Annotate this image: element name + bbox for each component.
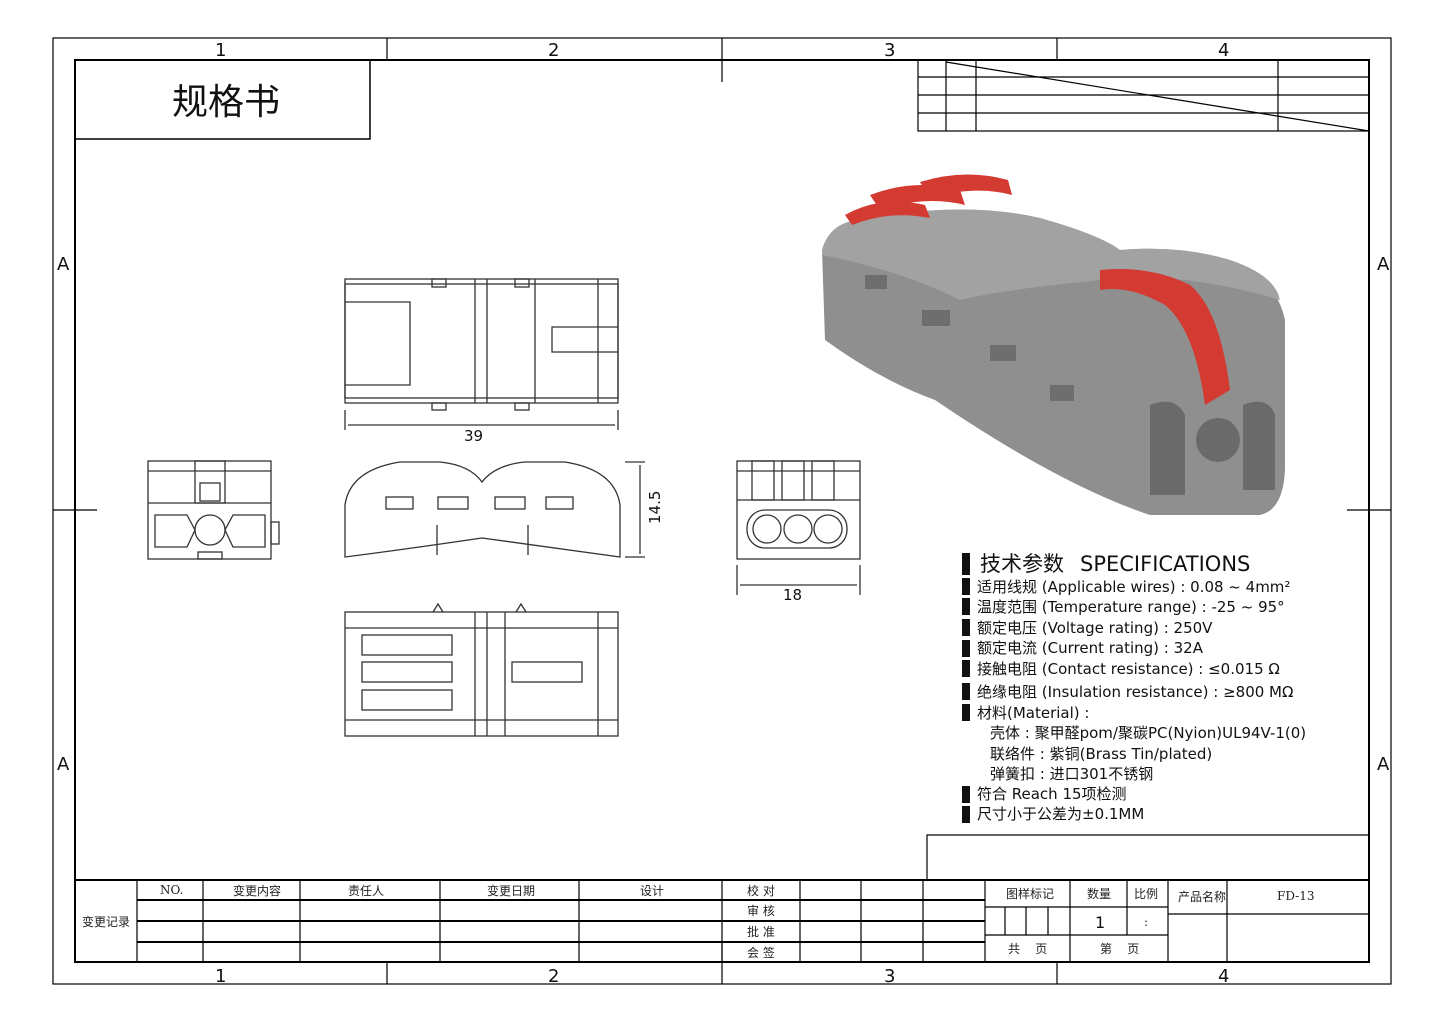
svg-text:4: 4 (1218, 40, 1229, 61)
svg-text:A: A (57, 254, 70, 275)
svg-text:变更日期: 变更日期 (487, 883, 535, 898)
svg-text::: : (1144, 915, 1148, 929)
bottom-view-drawing (344, 602, 619, 737)
side-view-drawing (344, 461, 645, 558)
svg-text:产品名称: 产品名称 (1178, 889, 1226, 904)
revision-table (917, 59, 1370, 132)
spec-item: 额定电流 (Current rating) : 32A (977, 639, 1204, 657)
title-block-grid (75, 834, 1370, 962)
zone-labels: 1 2 3 4 1 2 3 4 A A A A (57, 40, 1390, 987)
spec-item: 材料(Material) : (977, 704, 1089, 722)
width-dimension: 18 (783, 586, 802, 604)
quantity-value: 1 (1095, 913, 1105, 932)
svg-text:责任人: 责任人 (348, 884, 384, 898)
title-box (74, 59, 371, 140)
spec-heading-cn: 技术参数 (980, 552, 1064, 576)
svg-text:A: A (57, 754, 70, 775)
svg-text:审 核: 审 核 (747, 903, 775, 918)
svg-text:A: A (1377, 754, 1390, 775)
end-view-right (736, 460, 861, 595)
svg-text:4: 4 (1218, 966, 1229, 987)
spec-footer-item: 符合 Reach 15项检测 (977, 785, 1127, 803)
svg-text:设计: 设计 (640, 884, 664, 898)
svg-text:1: 1 (215, 40, 226, 61)
svg-text:会 签: 会 签 (747, 945, 775, 960)
spec-item: 温度范围 (Temperature range) : -25 ~ 95° (977, 598, 1285, 616)
spec-heading-en: SPECIFICATIONS (1080, 552, 1250, 576)
svg-text:2: 2 (548, 966, 559, 987)
svg-text:变更记录: 变更记录 (82, 914, 130, 929)
specifications: 技术参数 SPECIFICATIONS 适用线规 (Applicable wir… (962, 552, 1306, 823)
svg-text:第 页: 第 页 (1100, 942, 1139, 956)
title-block-text: 变更记录 NO. 变更内容 责任人 变更日期 设计 校 对 审 核 批 准 会 … (82, 883, 1315, 960)
material-item: 壳体 : 聚甲醛pom/聚碳PC(Nyion)UL94V-1(0) (990, 724, 1306, 742)
spec-item: 适用线规 (Applicable wires) : 0.08 ~ 4mm² (977, 578, 1290, 596)
svg-text:共 页: 共 页 (1008, 942, 1047, 956)
material-item: 弹簧扣 : 进口301不锈钢 (990, 765, 1153, 783)
product-photo (822, 174, 1285, 515)
product-name: FD-13 (1277, 889, 1315, 903)
svg-text:数量: 数量 (1087, 886, 1111, 901)
svg-text:比例: 比例 (1134, 887, 1158, 901)
spec-item: 额定电压 (Voltage rating) : 250V (977, 619, 1213, 637)
svg-text:NO.: NO. (160, 883, 183, 897)
svg-text:3: 3 (884, 40, 895, 61)
svg-text:1: 1 (215, 966, 226, 987)
spec-item: 绝缘电阻 (Insulation resistance) : ≥800 MΩ (977, 683, 1293, 701)
page-title: 规格书 (172, 82, 280, 123)
spec-item: 接触电阻 (Contact resistance) : ≤0.015 Ω (977, 660, 1280, 678)
zone-dividers (53, 38, 1391, 984)
svg-text:图样标记: 图样标记 (1006, 886, 1054, 901)
end-view-left (147, 460, 280, 560)
svg-text:2: 2 (548, 40, 559, 61)
svg-text:A: A (1377, 254, 1390, 275)
spec-footer-item: 尺寸小于公差为±0.1MM (977, 805, 1144, 823)
height-dimension: 14.5 (646, 491, 664, 524)
top-view-drawing (344, 278, 619, 430)
svg-text:校 对: 校 对 (747, 883, 775, 898)
svg-text:批 准: 批 准 (747, 924, 775, 939)
length-dimension: 39 (464, 427, 483, 445)
material-item: 联络件 : 紫铜(Brass Tin/plated) (990, 745, 1212, 763)
svg-text:3: 3 (884, 966, 895, 987)
svg-text:变更内容: 变更内容 (233, 883, 281, 898)
